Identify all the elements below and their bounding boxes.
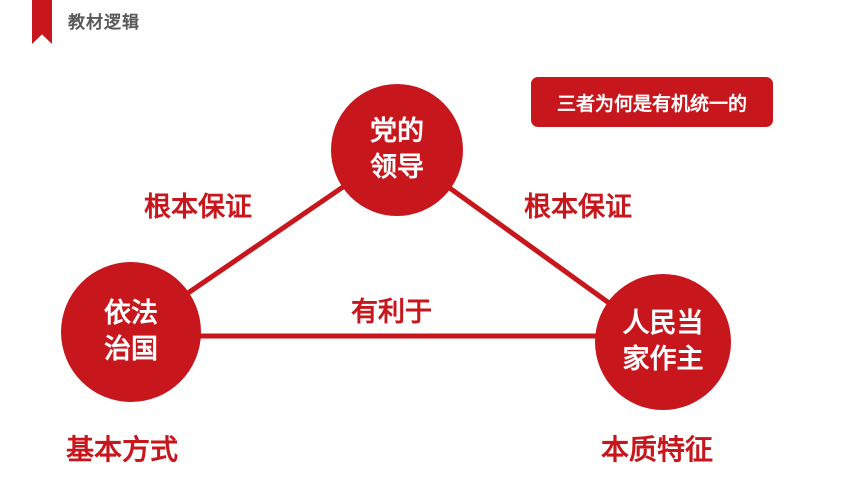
node-rule-of-law: 依法 治国: [61, 262, 201, 402]
section-title: 教材逻辑: [68, 13, 140, 33]
node-people-as-masters: 人民当 家作主: [595, 274, 731, 410]
bookmark-ribbon: [32, 0, 52, 44]
edge-label-top-left: 根本保证: [144, 192, 252, 223]
edge-label-bottom: 有利于: [351, 297, 432, 328]
role-label-basic-method: 基本方式: [66, 433, 179, 466]
edge-label-top-right: 根本保证: [524, 192, 632, 223]
node-party-leadership: 党的 领导: [331, 84, 463, 216]
role-label-essential-feature: 本质特征: [601, 433, 714, 466]
question-button[interactable]: 三者为何是有机统一的: [531, 77, 773, 127]
